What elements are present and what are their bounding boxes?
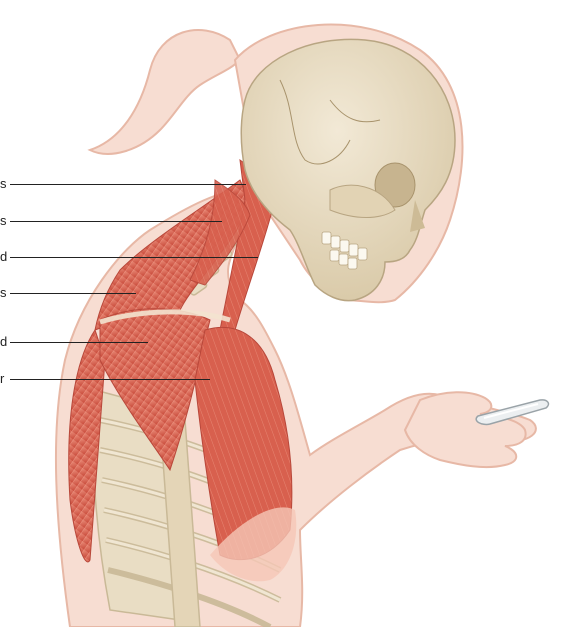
leader-line <box>10 342 148 343</box>
anatomy-label: s <box>0 213 7 228</box>
anatomy-label: d <box>0 249 8 264</box>
label-row-1: s <box>0 176 280 196</box>
leader-line <box>10 257 258 258</box>
label-row-2: s <box>0 213 280 233</box>
leader-line <box>10 293 136 294</box>
smartphone-icon <box>475 399 550 426</box>
shoulder-muscles <box>99 308 297 582</box>
trapezius-muscle <box>68 179 246 563</box>
anatomy-label: d <box>0 334 8 349</box>
anatomy-label: s <box>0 285 7 300</box>
label-row-4: s <box>0 285 280 305</box>
anatomy-label: s <box>0 176 7 191</box>
anatomy-label: r <box>0 371 5 386</box>
leader-line <box>10 221 222 222</box>
leader-line <box>10 379 210 380</box>
leader-line <box>10 184 246 185</box>
skull <box>240 38 456 302</box>
label-row-6: r <box>0 371 280 391</box>
label-row-3: d <box>0 249 280 269</box>
label-row-5: d <box>0 334 280 354</box>
